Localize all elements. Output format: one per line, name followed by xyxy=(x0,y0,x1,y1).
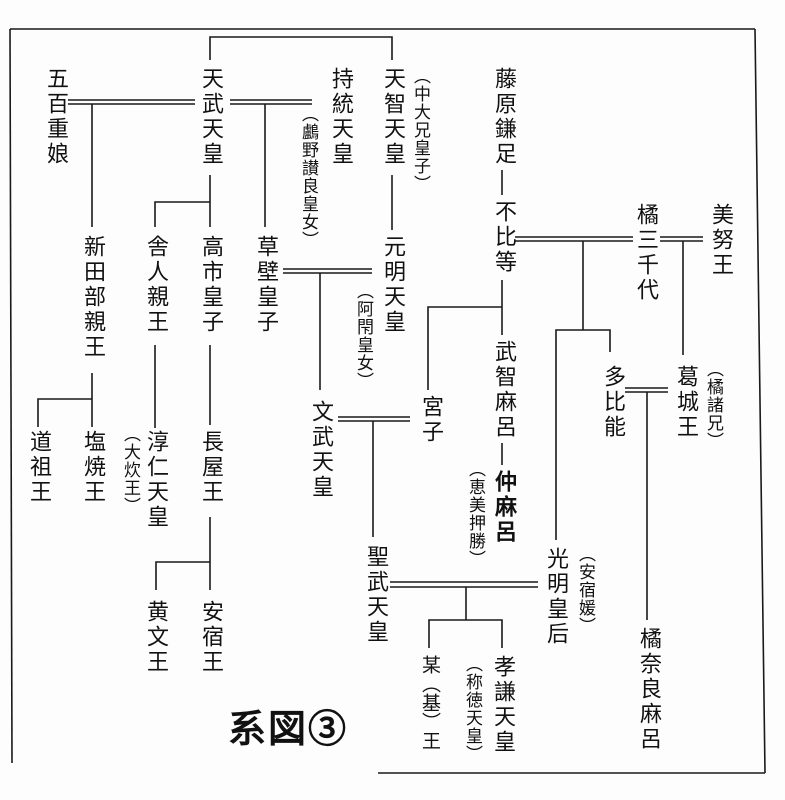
marriage-line-gohyakue-tenmu xyxy=(68,99,195,227)
alias-genmei: （阿閇皇女） xyxy=(353,282,373,390)
person-katsuragi: 葛城王 xyxy=(673,365,698,440)
person-minu: 美努王 xyxy=(708,203,733,278)
person-toneri: 舎人親王 xyxy=(143,235,168,335)
person-kibumi: 黄文王 xyxy=(143,600,168,675)
alias-koken: （称徳天皇） xyxy=(462,655,482,763)
marriage-line-michiyo-minu xyxy=(660,236,703,355)
person-miyako: 宮子 xyxy=(418,395,443,445)
descent-line-niitabe xyxy=(37,373,93,427)
person-niitabe: 新田部親王 xyxy=(80,235,105,360)
marriage-line-shomu-komyo xyxy=(390,581,538,648)
person-monmu: 文武天皇 xyxy=(308,400,333,500)
sibling-bracket-tenmu-tenji xyxy=(209,36,393,60)
person-takechi: 高市皇子 xyxy=(198,235,223,335)
person-shioyaki: 塩焼王 xyxy=(80,430,105,505)
person-koken: 孝謙天皇 xyxy=(490,655,515,755)
person-jito: 持統天皇 xyxy=(328,67,353,167)
alias-tenji: （中大兄皇子） xyxy=(410,67,430,193)
person-junnin: 淳仁天皇 xyxy=(143,430,168,530)
person-michiyo: 橘三千代 xyxy=(633,203,658,303)
person-funado: 道祖王 xyxy=(26,430,51,505)
person-moto: 某（基）王 xyxy=(419,655,441,750)
alias-katsuragi: （橘諸兄） xyxy=(703,360,723,450)
person-shomu: 聖武天皇 xyxy=(363,545,388,645)
person-nagaya: 長屋王 xyxy=(198,430,223,505)
marriage-line-tahino-katsuragi xyxy=(625,387,668,620)
person-nakamaro: 仲麻呂 xyxy=(491,470,516,545)
person-asuka: 安宿王 xyxy=(198,600,223,675)
marriage-line-monmu-miyako xyxy=(338,416,410,537)
descent-line-nagaya xyxy=(155,517,211,590)
diagram-title: 系図③ xyxy=(228,706,349,751)
person-gohyakue: 五百重娘 xyxy=(43,67,68,167)
person-muchimaro: 武智麻呂 xyxy=(491,340,516,440)
person-komyo: 光明皇后 xyxy=(543,547,568,647)
person-fuhito: 不比等 xyxy=(491,200,516,275)
marriage-line-kusakabe-genmei xyxy=(283,268,372,390)
descent-line-fuhito xyxy=(427,280,503,390)
person-genmei: 元明天皇 xyxy=(380,235,405,335)
person-naramaro: 橘奈良麻呂 xyxy=(636,627,661,752)
marriage-line-fuhito-michiyo xyxy=(515,236,633,540)
marriage-line-tenmu-jito xyxy=(230,99,312,227)
person-tenji: 天智天皇 xyxy=(380,67,405,167)
person-tenmu: 天武天皇 xyxy=(198,67,223,167)
person-kusakabe: 草壁皇子 xyxy=(253,235,278,335)
alias-komyo: （安宿媛） xyxy=(575,545,595,635)
descent-line-tenmu xyxy=(154,175,211,227)
frame-border xyxy=(9,28,766,774)
alias-jito: （鸕野讃良皇女） xyxy=(298,105,318,249)
alias-nakamaro: （恵美押勝） xyxy=(465,460,485,568)
alias-junnin: （大炊王） xyxy=(120,425,140,515)
person-tahino: 多比能 xyxy=(600,365,625,440)
person-kamatari: 藤原鎌足 xyxy=(491,67,516,167)
